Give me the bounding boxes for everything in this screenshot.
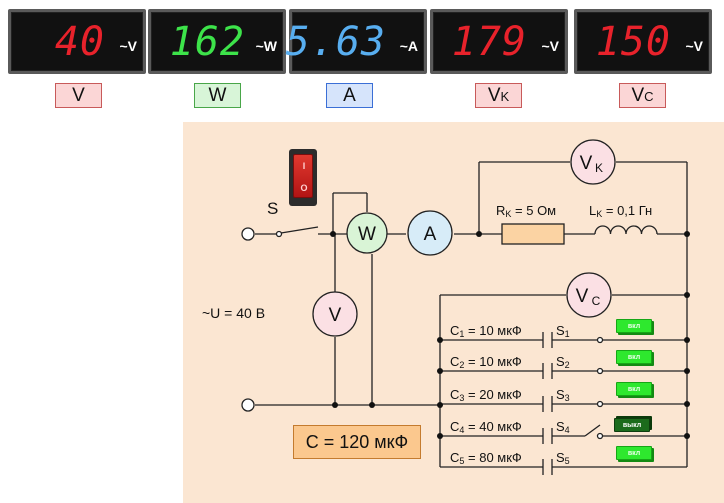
power-on-glyph: I bbox=[302, 161, 306, 171]
vc-symbol bbox=[566, 272, 612, 318]
wattmeter-display: 162 ~W bbox=[148, 9, 286, 74]
ammeter-symbol bbox=[407, 210, 453, 256]
wattmeter-symbol bbox=[346, 212, 388, 254]
input-terminal-bottom bbox=[241, 398, 255, 412]
power-switch[interactable]: I O bbox=[289, 149, 317, 206]
input-terminal-top bbox=[241, 227, 255, 241]
cap-label-5: C5 = 80 мкФ bbox=[450, 450, 522, 466]
voltmeter-tag: V bbox=[55, 83, 102, 108]
circuit-panel bbox=[183, 122, 724, 503]
rk-label: RK = 5 Ом bbox=[496, 203, 556, 219]
voltmeter-symbol-label: V bbox=[329, 305, 342, 326]
ammeter-unit: ~A bbox=[399, 38, 418, 54]
vk-tag-label: V bbox=[487, 85, 501, 106]
ammeter-tag-label: A bbox=[343, 85, 356, 106]
voltmeter-reading: 40 bbox=[54, 19, 105, 65]
wattmeter-symbol-label: W bbox=[358, 224, 376, 245]
vk-symbol-label: V bbox=[580, 153, 593, 174]
cap-switch-4-button[interactable]: выкл bbox=[614, 418, 650, 432]
wattmeter-reading: 162 bbox=[169, 19, 245, 65]
power-switch-rocker[interactable]: I O bbox=[293, 154, 313, 198]
ammeter-reading: 5.63 bbox=[285, 19, 386, 65]
vc-symbol-sub: C bbox=[592, 294, 601, 308]
ammeter-display: 5.63 ~A bbox=[285, 9, 427, 74]
switch-label-4: S4 bbox=[556, 419, 570, 435]
voltmeter-display: 40 ~V bbox=[8, 9, 146, 74]
vk-display: 179 ~V bbox=[430, 9, 568, 74]
vc-display: 150 ~V bbox=[574, 9, 712, 74]
voltmeter-tag-label: V bbox=[72, 85, 85, 106]
ammeter-tag: A bbox=[326, 83, 373, 108]
vc-symbol-label: V bbox=[576, 286, 589, 307]
cap-switch-5-button[interactable]: вкл bbox=[616, 446, 652, 460]
vc-tag-sub: C bbox=[644, 89, 654, 104]
vk-tag-sub: K bbox=[500, 89, 510, 104]
ammeter-symbol-label: A bbox=[424, 224, 437, 245]
vk-symbol bbox=[570, 139, 616, 185]
total-capacitance-label: C = 120 мкФ bbox=[305, 432, 409, 452]
cap-switch-2-button[interactable]: вкл bbox=[616, 350, 652, 364]
switch-s-label: S bbox=[267, 199, 278, 218]
switch-label-3: S3 bbox=[556, 387, 570, 403]
cap-label-1: C1 = 10 мкФ bbox=[450, 323, 522, 339]
resistor-rk bbox=[501, 223, 565, 245]
switch-label-5: S5 bbox=[556, 450, 570, 466]
cap-switch-1-button[interactable]: вкл bbox=[616, 319, 652, 333]
vk-symbol-sub: K bbox=[595, 161, 603, 175]
vc-tag-label: V bbox=[631, 85, 645, 106]
cap-label-4: C4 = 40 мкФ bbox=[450, 419, 522, 435]
vc-tag: VC bbox=[619, 83, 666, 108]
vc-unit: ~V bbox=[685, 38, 703, 54]
cap-label-2: C2 = 10 мкФ bbox=[450, 354, 522, 370]
inductor-lk bbox=[594, 225, 658, 235]
cap-switch-3-button[interactable]: вкл bbox=[616, 382, 652, 396]
cap-label-3: C3 = 20 мкФ bbox=[450, 387, 522, 403]
total-capacitance-box: C = 120 мкФ bbox=[293, 425, 421, 459]
voltmeter-unit: ~V bbox=[119, 38, 137, 54]
vc-reading: 150 bbox=[595, 19, 671, 65]
vk-reading: 179 bbox=[451, 19, 527, 65]
switch-label-1: S1 bbox=[556, 323, 570, 339]
lk-label: LK = 0,1 Гн bbox=[589, 203, 652, 219]
wattmeter-tag-label: W bbox=[208, 85, 227, 106]
voltmeter-symbol bbox=[312, 291, 358, 337]
source-voltage-label: ~U = 40 В bbox=[202, 305, 265, 321]
switch-label-2: S2 bbox=[556, 354, 570, 370]
vk-unit: ~V bbox=[541, 38, 559, 54]
wattmeter-tag: W bbox=[194, 83, 241, 108]
wattmeter-unit: ~W bbox=[255, 38, 277, 54]
vk-tag: VK bbox=[475, 83, 522, 108]
power-off-glyph: O bbox=[300, 183, 308, 193]
